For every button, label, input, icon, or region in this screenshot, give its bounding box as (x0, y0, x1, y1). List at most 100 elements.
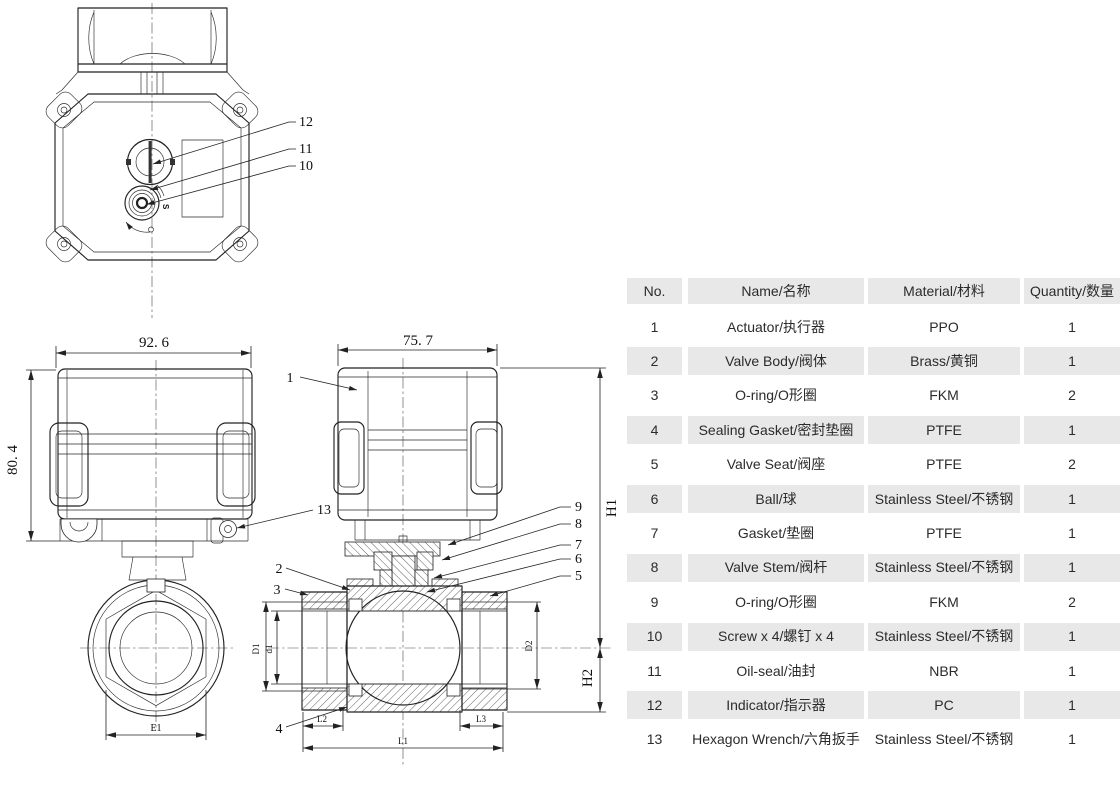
table-row: 7 Gasket/垫圈 PTFE 1 (627, 519, 1120, 547)
cell-no: 8 (627, 553, 682, 582)
dim-label-h2: H2 (580, 669, 596, 687)
dim-label-l1: L1 (398, 736, 408, 746)
actuator-housing-front (49, 368, 256, 520)
cell-no: 13 (646, 731, 663, 748)
cell-quantity: 1 (1024, 691, 1120, 720)
callouts-section-view: 1 13 2 3 4 9 8 7 6 5 (236, 371, 582, 737)
actuator-housing-top (54, 93, 250, 261)
side-clip-left (333, 421, 365, 495)
table-row: 13 Hexagon Wrench/六角扳手 Stainless Steel/不… (627, 726, 1120, 754)
pipe-end-top (55, 7, 250, 95)
ball (345, 590, 461, 706)
cell-quantity: 2 (1068, 456, 1076, 473)
table-row: 4 Sealing Gasket/密封垫圈 PTFE 1 (627, 416, 1120, 445)
mounting-ears (45, 91, 259, 263)
callout-9: 9 (575, 500, 582, 515)
table-row: 9 O-ring/O形圈 FKM 2 (627, 588, 1120, 616)
dim-label-d2: D2 (524, 641, 534, 652)
cell-name: Valve Body/阀体 (688, 347, 864, 376)
dim-label-75-7: 75. 7 (403, 333, 434, 349)
pipe-end-front (87, 578, 225, 717)
dim-front-width: 92. 6 (55, 335, 252, 368)
dim-label-92-6: 92. 6 (139, 335, 170, 351)
dim-front-height: 80. 4 (5, 369, 60, 542)
valve-body-section (301, 585, 508, 713)
cell-material: Brass/黄铜 (868, 347, 1020, 376)
callout-11: 11 (299, 142, 312, 157)
table-row: 8 Valve Stem/阀杆 Stainless Steel/不锈钢 1 (627, 553, 1120, 582)
table-row: 1 Actuator/执行器 PPO 1 (627, 313, 1120, 341)
cell-quantity: 1 (1024, 416, 1120, 445)
side-clip-right (470, 421, 503, 495)
table-row: 10 Screw x 4/螺钉 x 4 Stainless Steel/不锈钢 … (627, 622, 1120, 651)
dim-l-group: L2 L3 L1 (302, 710, 504, 752)
callout-2: 2 (276, 562, 283, 577)
hex-wrench-end (210, 517, 237, 544)
cell-material: PTFE (926, 456, 962, 473)
cell-name: Hexagon Wrench/六角扳手 (692, 731, 860, 748)
cell-quantity: 1 (1024, 553, 1120, 582)
cell-name: Sealing Gasket/密封垫圈 (688, 416, 864, 445)
cell-name: Gasket/垫圈 (737, 525, 815, 541)
valve-technical-drawing: S 12 11 10 (5, 3, 620, 765)
valve-seat-left (348, 598, 363, 612)
label-plate (181, 139, 224, 218)
parts-table: No. Name/名称 Material/材料 Quantity/数量 1 Ac… (627, 278, 1120, 760)
dim-label-h1: H1 (604, 499, 620, 517)
table-row: 11 Oil-seal/油封 NBR 1 (627, 657, 1120, 685)
cell-no: 7 (650, 525, 659, 541)
dim-label-80-4: 80. 4 (5, 445, 21, 476)
table-header-row: No. Name/名称 Material/材料 Quantity/数量 (627, 278, 1120, 304)
cell-no: 4 (627, 416, 682, 445)
cell-material: FKM (929, 593, 959, 610)
cell-no: 10 (627, 622, 682, 651)
cell-material: PTFE (868, 416, 1020, 445)
dim-d1-group: D1 d1 (251, 601, 302, 692)
override-s-label: S (161, 204, 170, 210)
section-view-drawing: 75. 7 (236, 333, 620, 765)
top-view-drawing: S 12 11 10 (45, 3, 313, 318)
cell-name: Indicator/指示器 (688, 691, 864, 720)
cell-no: 9 (650, 593, 659, 610)
cell-quantity: 1 (1024, 347, 1120, 376)
cell-quantity: 1 (1068, 318, 1076, 335)
callout-5: 5 (575, 569, 582, 584)
cell-material: PC (868, 691, 1020, 720)
col-header-name: Name/名称 (688, 278, 864, 304)
col-header-no: No. (627, 278, 682, 304)
cell-no: 3 (650, 387, 659, 404)
cell-name: Valve Seat/阀座 (726, 456, 826, 473)
cell-material: Stainless Steel/不锈钢 (868, 484, 1020, 513)
dim-label-d1-inner: d1 (264, 645, 274, 654)
cell-quantity: 2 (1068, 387, 1076, 404)
cell-name: O-ring/O形圈 (735, 387, 817, 404)
side-clip-right (216, 422, 256, 507)
table-row: 6 Ball/球 Stainless Steel/不锈钢 1 (627, 484, 1120, 513)
cell-material: NBR (929, 662, 959, 679)
table-row: 3 O-ring/O形圈 FKM 2 (627, 382, 1120, 410)
front-view-drawing: 92. 6 80. 4 (5, 335, 256, 740)
hex-wrench-front (60, 518, 98, 543)
callouts-top-view: 12 11 10 (146, 115, 313, 205)
cell-quantity: 1 (1068, 525, 1076, 541)
cell-name: O-ring/O形圈 (735, 593, 817, 610)
table-row: 5 Valve Seat/阀座 PTFE 2 (627, 451, 1120, 479)
cell-quantity: 1 (1068, 662, 1076, 679)
cell-name: Ball/球 (688, 484, 864, 513)
callout-8: 8 (575, 517, 582, 532)
cell-name: Oil-seal/油封 (736, 662, 816, 679)
callout-7: 7 (575, 538, 582, 553)
table-row: 12 Indicator/指示器 PC 1 (627, 691, 1120, 720)
callout-6: 6 (575, 552, 582, 567)
callout-13: 13 (317, 503, 331, 518)
cell-no: 5 (650, 456, 659, 473)
cell-no: 12 (627, 691, 682, 720)
cell-material: Stainless Steel/不锈钢 (868, 553, 1020, 582)
cell-material: FKM (929, 387, 959, 404)
dim-label-d1-outer: D1 (251, 644, 261, 655)
col-header-quantity: Quantity/数量 (1024, 278, 1120, 304)
cell-material: PTFE (926, 525, 962, 541)
cell-name: Actuator/执行器 (726, 318, 826, 335)
indicator-window (126, 138, 175, 186)
